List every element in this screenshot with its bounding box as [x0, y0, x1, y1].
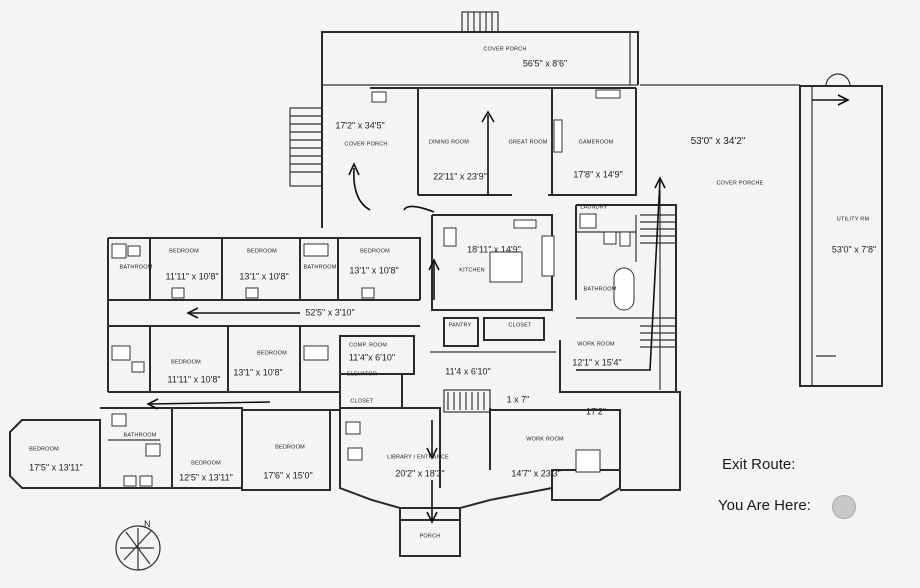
pantry-name: PANTRY [448, 322, 472, 329]
hall-dim: 52'5" x 3'10" [305, 307, 355, 318]
elevator-name: ELEVATOR [346, 371, 378, 378]
bedroom-4-name: BEDROOM [171, 359, 201, 366]
comp-room-name: COMP. ROOM [349, 342, 387, 349]
cover-porch-right-name: COVER PORCHE [716, 180, 764, 187]
north-compass [115, 525, 161, 571]
bedroom-1-dim: 11'11" x 10'8" [165, 271, 219, 282]
kitchen-dim: 18'11" x 14'9" [467, 244, 521, 255]
cover-porch-top-name: COVER PORCH [483, 46, 527, 53]
bathroom-right-name: BATHROOM [583, 286, 617, 293]
dining-room-name: DINING ROOM [428, 139, 470, 146]
comp-room-dim: 11'4"x 6'10" [348, 352, 396, 363]
exit-route-arrows [146, 94, 850, 524]
work-room-dim: 12'1" x 15'4" [572, 357, 622, 368]
bedroom-5-name: BEDROOM [257, 350, 287, 357]
bedroom-8-name: BEDROOM [275, 444, 305, 451]
south-entrance-wing [330, 391, 681, 557]
legend-exit-route: Exit Route: [722, 456, 796, 473]
cover-porch-left-name: COVER PORCH [344, 141, 388, 148]
cover-porch-right-dim: 53'0" x 34'2" [690, 136, 746, 147]
southwest-wing [9, 407, 331, 491]
bedroom-6-dim: 17'5" x 13'11" [29, 462, 83, 473]
work-room-2-dim: 14'7" x 23'3" [511, 468, 561, 479]
top-cover-porch-outline [321, 31, 639, 95]
right-porch-and-utility [640, 73, 883, 390]
bathroom-a-name: BATHROOM [119, 264, 153, 271]
utility-rm-name: UTILITY RM [836, 216, 870, 223]
left-porch-steps [289, 107, 323, 187]
laundry-name: LAUNDRY [580, 204, 608, 211]
bedroom-6-name: BEDROOM [29, 446, 59, 453]
bedroom-2-name: BEDROOM [247, 248, 277, 255]
kitchen-name: KITCHEN [459, 267, 485, 274]
legend-you-are-here: You Are Here: [718, 497, 811, 514]
gameroom-name: GAMEROOM [578, 139, 614, 146]
closet-small-name: CLOSET [350, 398, 374, 405]
great-room-name: GREAT ROOM [508, 139, 548, 146]
west-bedroom-wing [107, 237, 421, 393]
hall-small-dim: 11'4 x 6'10" [445, 366, 491, 377]
bathroom-c-name: BATHROOM [123, 432, 157, 439]
closet-mid-name: CLOSET [508, 322, 532, 329]
bedroom-2-dim: 13'1" x 10'8" [239, 271, 289, 282]
work-room-name: WORK ROOM [577, 341, 615, 348]
bedroom-7-dim: 12'5" x 13'11" [179, 472, 233, 483]
cover-porch-left-dim: 17'2" x 34'5" [335, 120, 385, 131]
stair-hall-dim: 1 x 7" [506, 394, 530, 405]
library-dim: 20'2" x 18'3" [395, 468, 445, 479]
porch-name: PORCH [419, 533, 441, 540]
office-dim: 17'2" [586, 406, 606, 417]
upper-wing-walls [321, 87, 637, 228]
bathroom-b-name: BATHROOM [303, 264, 337, 271]
bedroom-4-dim: 11'11" x 10'8" [167, 374, 221, 385]
bedroom-1-name: BEDROOM [169, 248, 199, 255]
utility-rm-dim: 53'0" x 7'8" [831, 244, 877, 255]
bedroom-3-dim: 13'1" x 10'8" [349, 265, 399, 276]
compass-north-label: N [144, 519, 151, 529]
dining-room-dim: 22'11" x 23'9" [433, 171, 487, 182]
bedroom-8-dim: 17'6" x 15'0" [263, 470, 313, 481]
work-room-2-name: WORK ROOM [526, 436, 564, 443]
bedroom-3-name: BEDROOM [360, 248, 390, 255]
core-rooms [339, 317, 556, 413]
you-are-here-marker [832, 495, 856, 519]
cover-porch-top-dim: 56'5" x 8'6" [522, 58, 568, 69]
bedroom-5-dim: 13'1" x 10'8" [233, 367, 283, 378]
kitchen-walls [431, 214, 555, 311]
bedroom-7-name: BEDROOM [191, 460, 221, 467]
library-name: LIBRARY / ENTRANCE [387, 454, 449, 461]
top-steps [461, 11, 499, 33]
gameroom-dim: 17'8" x 14'9" [573, 169, 623, 180]
